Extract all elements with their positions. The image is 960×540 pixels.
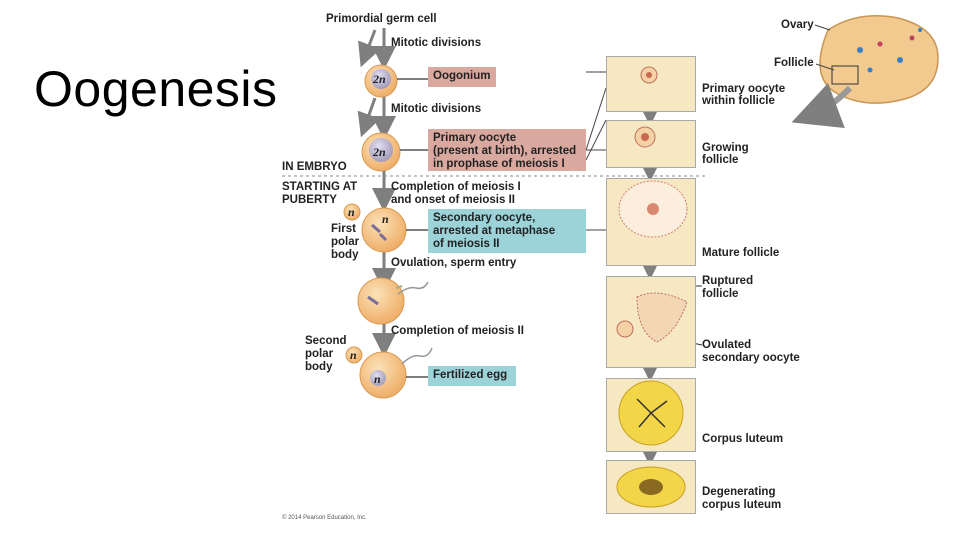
primary-oocyte-cell bbox=[361, 132, 401, 172]
copyright-notice: © 2014 Pearson Education, Inc. bbox=[282, 515, 367, 521]
label-first-polar-body-2: polar bbox=[331, 236, 360, 248]
box-oogonium: Oogonium bbox=[428, 67, 496, 87]
label-mitotic-divisions-1: Mitotic divisions bbox=[391, 37, 482, 49]
label-first-polar-body-1: First bbox=[331, 223, 356, 235]
label-primary-follicle-1: Primary oocyte bbox=[702, 83, 786, 95]
label-degenerating-2: corpus luteum bbox=[702, 499, 782, 511]
label-first-polar-body-3: body bbox=[331, 249, 359, 261]
box-secondary-oocyte: Secondary oocyte, arrested at metaphase … bbox=[428, 209, 586, 253]
slide-title: Oogenesis bbox=[34, 61, 278, 117]
label-completion-meiosis-2: Completion of meiosis II bbox=[391, 325, 524, 337]
fertilized-egg-cell bbox=[359, 347, 433, 399]
ploidy-fertilized-egg: n bbox=[374, 372, 381, 386]
label-corpus-luteum: Corpus luteum bbox=[702, 433, 784, 445]
panel-ruptured-follicle bbox=[606, 276, 696, 368]
label-growing-follicle-2: follicle bbox=[702, 154, 739, 166]
ovulated-oocyte-cell bbox=[357, 277, 429, 325]
label-second-polar-body-3: body bbox=[305, 361, 333, 373]
label-meiosis-onset-1: Completion of meiosis I bbox=[391, 181, 521, 193]
panel-degenerating-corpus-luteum bbox=[606, 460, 696, 514]
label-meiosis-onset-2: and onset of meiosis II bbox=[391, 194, 515, 206]
label-follicle: Follicle bbox=[774, 57, 814, 69]
label-ovulated-2: secondary oocyte bbox=[702, 352, 800, 364]
label-ovulated-1: Ovulated bbox=[702, 339, 752, 351]
panel-corpus-luteum bbox=[606, 378, 696, 452]
label-second-polar-body-2: polar bbox=[305, 348, 334, 360]
ploidy-secondary-oocyte: n bbox=[382, 212, 389, 226]
label-ovary: Ovary bbox=[781, 19, 814, 31]
panel-growing-follicle bbox=[606, 120, 696, 168]
label-primary-follicle-2: within follicle bbox=[702, 95, 775, 107]
label-growing-follicle-1: Growing bbox=[702, 142, 749, 154]
panel-primary-follicle bbox=[606, 56, 696, 112]
second-polar-body-cell bbox=[345, 346, 363, 364]
label-phase-puberty-1: STARTING AT bbox=[282, 181, 358, 193]
box-primary-oocyte: Primary oocyte (present at birth), arres… bbox=[428, 129, 586, 171]
label-degenerating-1: Degenerating bbox=[702, 486, 776, 498]
label-ruptured-follicle-1: Ruptured bbox=[702, 275, 754, 287]
ploidy-second-polar-body: n bbox=[350, 348, 357, 362]
label-mitotic-divisions-2: Mitotic divisions bbox=[391, 103, 482, 115]
label-phase-embryo: IN EMBRYO bbox=[282, 161, 347, 173]
oogonium-cell bbox=[364, 64, 398, 98]
label-primordial-germ-cell: Primordial germ cell bbox=[326, 13, 437, 25]
panel-mature-follicle bbox=[606, 178, 696, 266]
stage-arrows bbox=[357, 28, 396, 357]
box-fertilized-egg: Fertilized egg bbox=[428, 366, 516, 386]
label-phase-puberty-2: PUBERTY bbox=[282, 194, 337, 206]
ploidy-oogonium: 2n bbox=[373, 72, 386, 86]
label-ruptured-follicle-2: follicle bbox=[702, 288, 739, 300]
ploidy-first-polar-body: n bbox=[348, 205, 355, 219]
ploidy-primary-oocyte: 2n bbox=[373, 145, 386, 159]
ovary-illustration bbox=[791, 15, 939, 129]
label-second-polar-body-1: Second bbox=[305, 335, 347, 347]
label-ovulation: Ovulation, sperm entry bbox=[391, 257, 517, 269]
label-mature-follicle: Mature follicle bbox=[702, 247, 780, 259]
first-polar-body-cell bbox=[343, 203, 361, 221]
